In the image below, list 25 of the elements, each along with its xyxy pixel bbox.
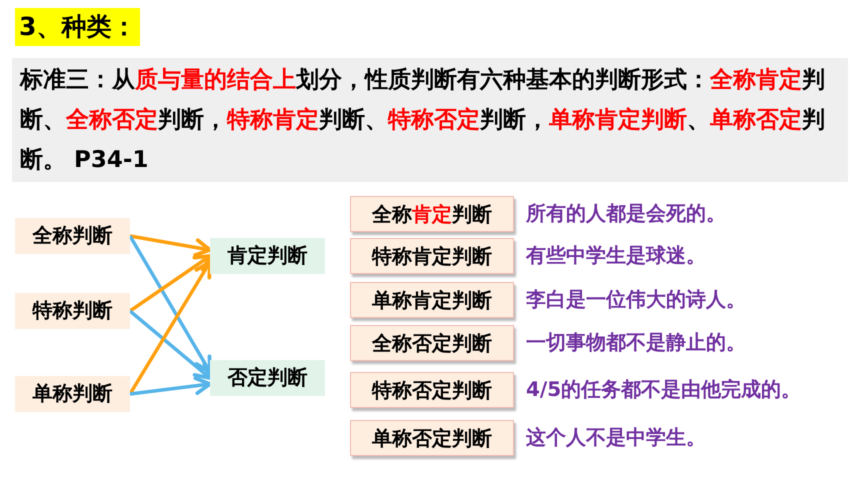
judgment-form-box: 特称否定判断 <box>350 372 514 408</box>
category-box: 单称判断 <box>15 376 130 412</box>
arrow <box>128 310 212 380</box>
arrow <box>128 260 212 395</box>
arrow <box>128 235 212 374</box>
definition-paragraph: 标准三：从质与量的结合上划分，性质判断有六种基本的判断形式：全称肯定判断、全称否定判断，特称肯定判断、特称否定判断，单称肯定判断、单称否定判断。 P34-1 <box>12 58 848 182</box>
judgment-type-box: 肯定判断 <box>210 238 325 274</box>
example-sentence: 这个人不是中学生。 <box>526 424 706 451</box>
judgment-type-box: 否定判断 <box>210 360 325 396</box>
section-heading: 3、种类： <box>15 8 140 46</box>
category-box: 全称判断 <box>15 218 130 254</box>
category-box: 特称判断 <box>15 293 130 329</box>
example-sentence: 有些中学生是球迷。 <box>526 242 706 269</box>
example-sentence: 4/5的任务都不是由他完成的。 <box>526 376 802 403</box>
judgment-form-box: 全称肯定判断 <box>350 196 514 232</box>
arrow <box>130 376 212 396</box>
judgment-form-box: 单称否定判断 <box>350 420 514 456</box>
example-sentence: 所有的人都是会死的。 <box>526 200 726 227</box>
judgment-form-box: 特称肯定判断 <box>350 238 514 274</box>
judgment-form-box: 单称肯定判断 <box>350 282 514 318</box>
judgment-form-box: 全称否定判断 <box>350 325 514 361</box>
arrow <box>130 234 212 257</box>
arrow <box>129 254 212 312</box>
example-sentence: 李白是一位伟大的诗人。 <box>526 286 746 313</box>
example-sentence: 一切事物都不是静止的。 <box>526 329 746 356</box>
